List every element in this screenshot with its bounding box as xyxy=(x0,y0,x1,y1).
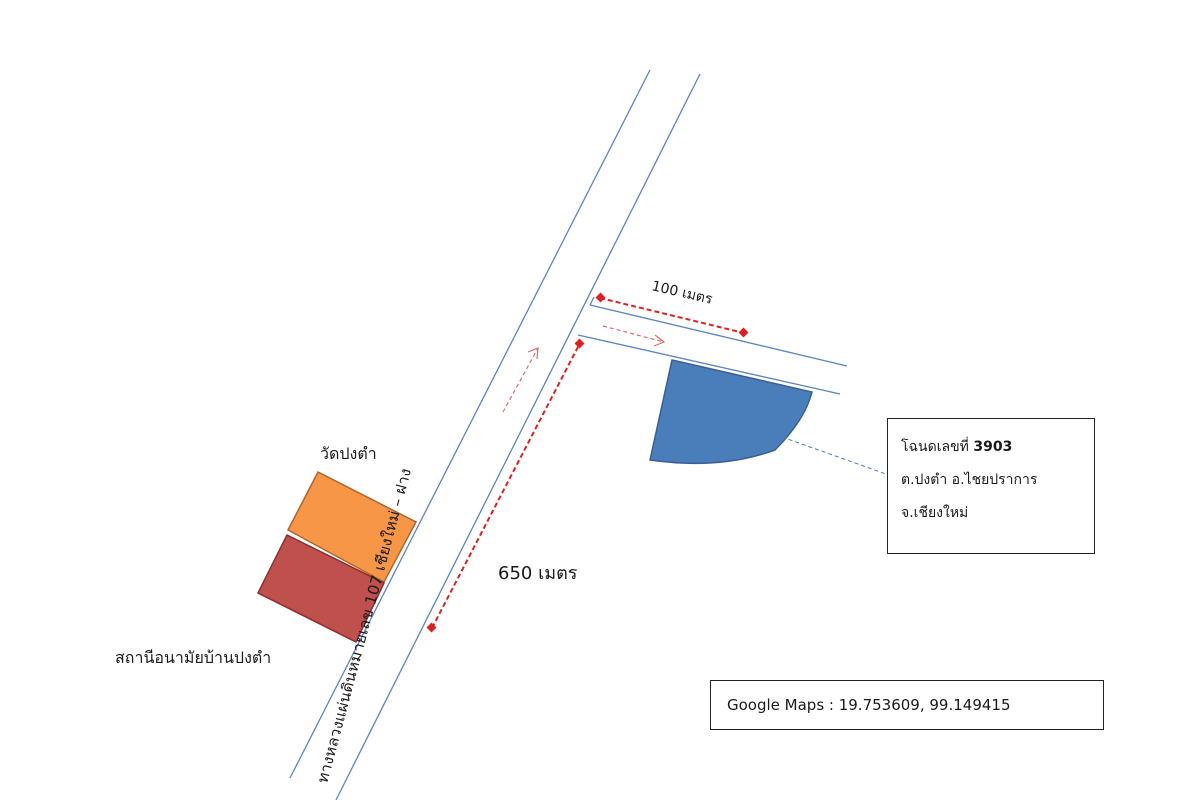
direction-arrow-highway xyxy=(502,347,539,413)
distance-marker-side-start xyxy=(595,292,606,303)
deed-number: 3903 xyxy=(973,439,1013,455)
coordinates-box: Google Maps : 19.753609, 99.149415 xyxy=(710,680,1104,730)
deed-number-prefix: โฉนดเลขที่ xyxy=(901,439,974,455)
distance-main-label: 650 เมตร xyxy=(498,563,578,584)
highway-right-edge xyxy=(335,73,701,800)
side-road-top-edge xyxy=(589,304,848,367)
temple-building xyxy=(286,470,418,584)
deed-location-line: ต.ปงตำ อ.ไชยปราการ xyxy=(901,472,1038,488)
distance-marker-side-end xyxy=(738,327,749,338)
side-road-corner xyxy=(589,296,595,306)
distance-side-label: 100 เมตร xyxy=(650,278,714,308)
distance-marker-main-end xyxy=(574,338,585,349)
direction-arrow-side-road xyxy=(602,325,666,347)
distance-marker-side xyxy=(599,297,745,334)
side-road-bottom-edge xyxy=(577,334,841,395)
distance-marker-main-start xyxy=(426,622,437,633)
coordinates-text: Google Maps : 19.753609, 99.149415 xyxy=(727,696,1011,714)
highway-left-edge xyxy=(289,69,651,779)
deed-info-box: โฉนดเลขที่ 3903 ต.ปงตำ อ.ไชยปราการ จ.เชี… xyxy=(887,418,1095,554)
temple-label: วัดปงตำ xyxy=(320,444,377,463)
distance-marker-main xyxy=(431,342,581,629)
deed-province-line: จ.เชียงใหม่ xyxy=(901,505,969,521)
land-plot xyxy=(649,359,813,465)
deed-number-line: โฉนดเลขที่ 3903 xyxy=(901,431,1094,464)
health-station-label: สถานีอนามัยบ้านปงตำ xyxy=(115,648,271,667)
health-station-building xyxy=(256,533,385,644)
deed-leader-line xyxy=(781,436,887,475)
